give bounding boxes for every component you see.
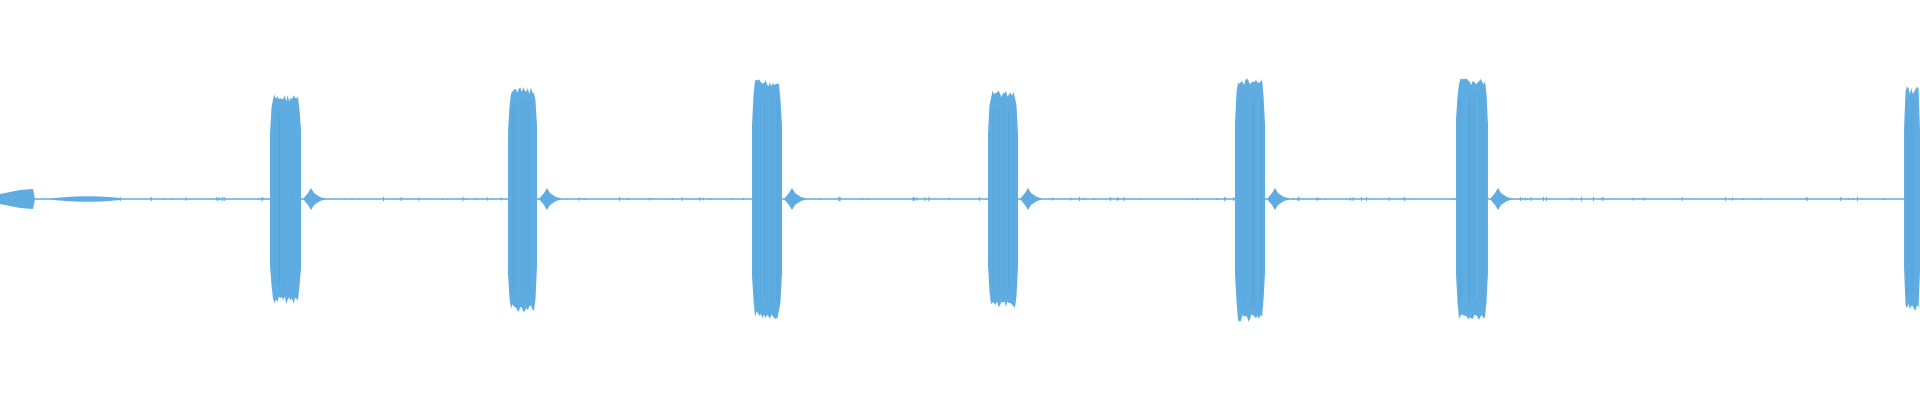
burst-1: [270, 94, 301, 304]
burst-4: [988, 90, 1018, 308]
lead-blip: [0, 189, 35, 209]
burst-1-tail: [303, 188, 327, 210]
burst-3-tail: [784, 188, 808, 210]
burst-3: [752, 79, 782, 319]
burst-5-tail: [1267, 188, 1291, 210]
waveform-layer: [0, 78, 1920, 322]
burst-2: [508, 87, 537, 312]
burst-2-tail: [539, 188, 563, 210]
burst-6: [1456, 78, 1488, 320]
lead-swell: [45, 196, 120, 202]
burst-7: [1904, 86, 1920, 311]
burst-4-tail: [1020, 188, 1044, 210]
burst-5: [1235, 78, 1265, 322]
